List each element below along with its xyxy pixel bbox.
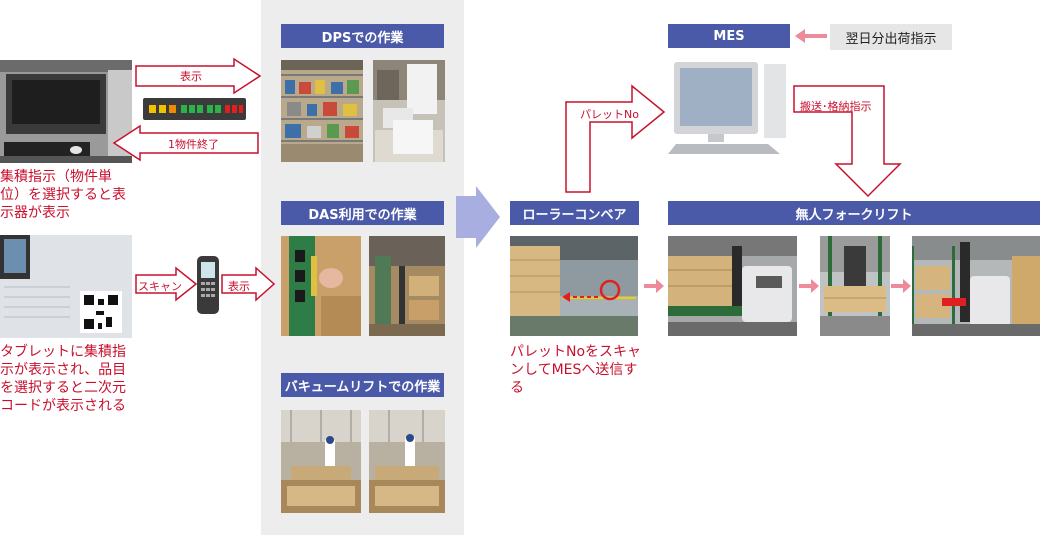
forklift-photo-3 xyxy=(912,236,1040,336)
display-arrow-2 xyxy=(221,266,276,302)
scan-arrow xyxy=(135,266,198,302)
forklift-arrow-2 xyxy=(891,279,911,293)
mes-header: MES xyxy=(668,24,790,48)
das-header: DAS利用での作業 xyxy=(281,201,444,225)
roller-to-forklift-arrow xyxy=(644,279,664,293)
display-arrow-label: 表示 xyxy=(180,70,202,83)
dps-photo-2 xyxy=(373,60,445,162)
roller-caption: パレットNoをスキャンしてMESへ送信する xyxy=(510,344,642,396)
tablet-photo xyxy=(0,235,132,338)
next-day-arrow xyxy=(795,29,827,43)
display-arrow xyxy=(135,57,262,95)
terminal-photo xyxy=(0,60,132,163)
next-day-label: 翌日分出荷指示 xyxy=(830,24,952,50)
mes-computer-photo xyxy=(668,58,790,160)
dps-header: DPSでの作業 xyxy=(281,24,444,48)
done-arrow xyxy=(112,124,259,162)
dps-photo-1 xyxy=(281,60,363,162)
indicator-device xyxy=(143,98,246,120)
forklift-photo-1 xyxy=(668,236,797,336)
roller-header: ローラーコンベア xyxy=(510,201,639,225)
handheld-scanner-icon xyxy=(197,256,219,314)
display-arrow-2-label: 表示 xyxy=(228,280,250,293)
transport-arrow xyxy=(793,85,902,198)
tablet-caption: タブレットに集積指示が表示され、品目を選択すると二次元コードが表示される xyxy=(0,344,127,414)
vacuum-photo-2 xyxy=(369,410,445,513)
flow-chevron-arrow xyxy=(456,186,500,248)
vacuum-header: バキュームリフトでの作業 xyxy=(281,373,444,397)
das-photo-2 xyxy=(369,236,445,336)
scan-arrow-label: スキャン xyxy=(138,280,182,293)
forklift-photo-2 xyxy=(820,236,890,336)
forklift-header: 無人フォークリフト xyxy=(668,201,1040,225)
done-arrow-label: 1物件終了 xyxy=(168,138,219,151)
pallet-no-arrow xyxy=(565,84,666,193)
roller-photo xyxy=(510,236,638,336)
forklift-arrow-1 xyxy=(799,279,819,293)
das-photo-1 xyxy=(281,236,361,336)
transport-arrow-label: 搬送･格納指示 xyxy=(800,100,872,113)
pallet-no-arrow-label: パレットNo xyxy=(580,108,639,121)
terminal-caption: 集積指示（物件単位）を選択すると表示器が表示 xyxy=(0,169,126,221)
vacuum-photo-1 xyxy=(281,410,361,513)
